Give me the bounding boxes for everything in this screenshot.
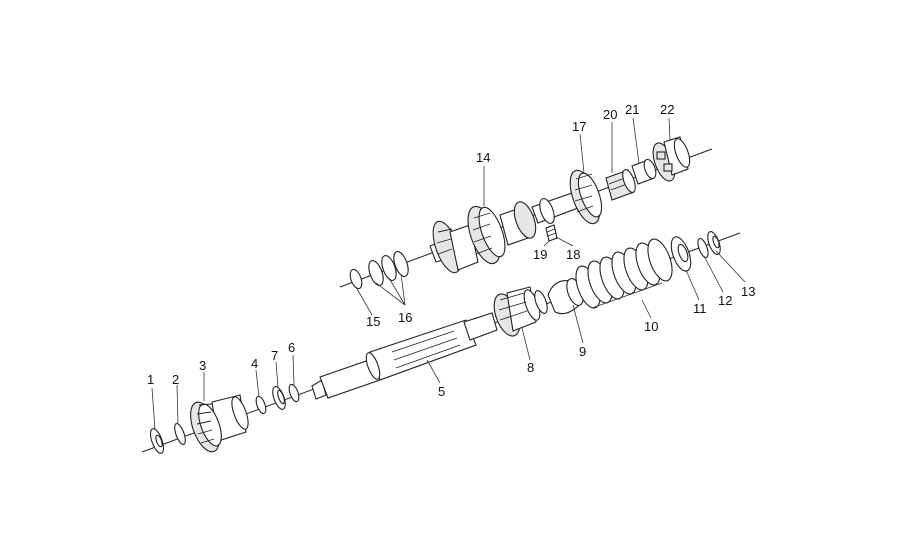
callout-4: 4 bbox=[251, 356, 258, 371]
callout-9: 9 bbox=[579, 344, 586, 359]
part-7-washer bbox=[272, 386, 286, 410]
part-11-washer bbox=[670, 236, 692, 272]
part-12-circlip bbox=[697, 237, 709, 259]
part-17-gear bbox=[569, 169, 603, 225]
callout-15: 15 bbox=[366, 314, 380, 329]
part-6-ring bbox=[288, 383, 300, 403]
callout-21: 21 bbox=[625, 102, 639, 117]
part-3-gear bbox=[190, 394, 249, 453]
part-1-washer bbox=[149, 428, 165, 454]
part-10-spring bbox=[575, 238, 673, 309]
part-16-shims bbox=[368, 251, 409, 286]
callout-16: 16 bbox=[398, 310, 412, 325]
part-2-circlip bbox=[174, 423, 186, 445]
callout-2: 2 bbox=[172, 372, 179, 387]
part-21-bushing bbox=[631, 158, 657, 185]
part-14-cluster-gear bbox=[429, 192, 579, 274]
callout-20: 20 bbox=[603, 107, 617, 122]
callout-5: 5 bbox=[438, 384, 445, 399]
callout-3: 3 bbox=[199, 358, 206, 373]
part-20-needle-bearing bbox=[605, 169, 636, 201]
callout-7: 7 bbox=[271, 348, 278, 363]
callout-10: 10 bbox=[644, 319, 658, 334]
callout-19: 19 bbox=[533, 247, 547, 262]
part-9-cone bbox=[547, 278, 584, 315]
part-8-sliding-gear bbox=[493, 286, 548, 337]
callout-11: 11 bbox=[693, 301, 707, 316]
callout-labels: 1 2 3 4 5 6 7 8 9 10 11 12 13 14 15 16 1… bbox=[147, 102, 755, 399]
callout-12: 12 bbox=[718, 293, 732, 308]
part-18-19-pin-spring bbox=[545, 224, 558, 242]
part-13-washer bbox=[707, 231, 721, 255]
callout-1: 1 bbox=[147, 372, 154, 387]
part-22-dog-clutch bbox=[652, 136, 691, 182]
callout-8: 8 bbox=[527, 360, 534, 375]
callout-13: 13 bbox=[741, 284, 755, 299]
part-4-ring bbox=[255, 395, 267, 415]
callout-18: 18 bbox=[566, 247, 580, 262]
callout-22: 22 bbox=[660, 102, 674, 117]
part-5-main-shaft bbox=[311, 312, 498, 400]
part-15-shim bbox=[349, 268, 363, 290]
leader-lines bbox=[151, 117, 746, 431]
callout-6: 6 bbox=[288, 340, 295, 355]
callout-17: 17 bbox=[572, 119, 586, 134]
callout-14: 14 bbox=[476, 150, 490, 165]
